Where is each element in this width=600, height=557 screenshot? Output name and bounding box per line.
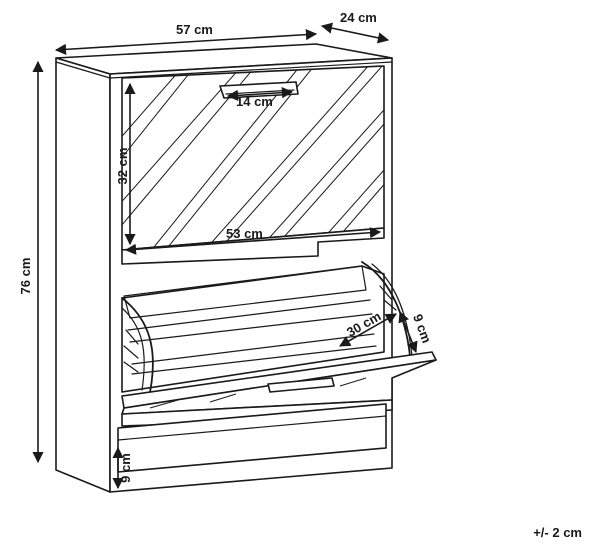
handle-dimension-line — [226, 87, 294, 101]
base-height-label: 9 cm — [118, 453, 133, 483]
height-label: 76 cm — [18, 258, 33, 295]
inner-depth-dimension-line — [339, 313, 397, 347]
flap-height-label: 32 cm — [115, 148, 130, 185]
handle-label: 14 cm — [236, 94, 273, 109]
flap-width-dimension-line — [124, 227, 382, 255]
width-dimension-line — [54, 29, 318, 55]
door-handle — [267, 377, 335, 393]
dimension-lines — [32, 22, 418, 490]
depth-dimension-line — [320, 22, 390, 44]
open-compartment — [121, 261, 437, 427]
width-label: 57 cm — [176, 22, 213, 37]
tilt-label: 9 cm — [410, 312, 434, 345]
tolerance-note: +/- 2 cm — [533, 525, 582, 540]
left-hinge-arc — [121, 297, 154, 393]
depth-label: 24 cm — [340, 10, 377, 25]
flap-width-label: 53 cm — [226, 226, 263, 241]
cabinet-left-side — [55, 57, 111, 493]
tilt-dimension-line — [398, 310, 418, 354]
